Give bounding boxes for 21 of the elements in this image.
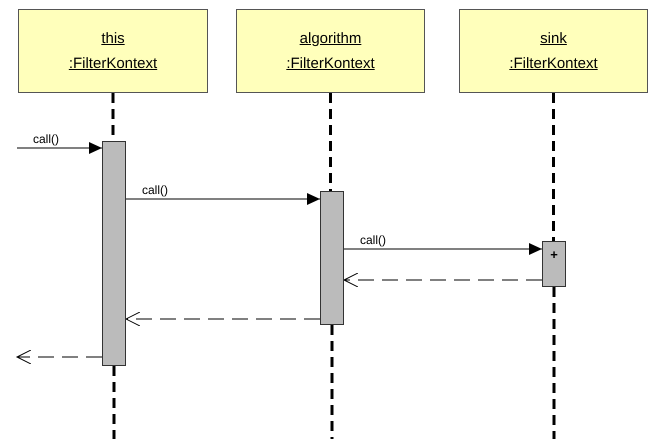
object-name: algorithm :FilterKontext bbox=[286, 29, 375, 74]
edge-label: call() bbox=[33, 132, 59, 146]
return-arrow bbox=[16, 350, 102, 364]
message-arrow bbox=[16, 142, 102, 154]
lifeline bbox=[329, 93, 332, 191]
object-box bbox=[18, 9, 208, 93]
return-arrow bbox=[126, 312, 320, 326]
activation-bar bbox=[102, 141, 126, 366]
edge-label: call() bbox=[142, 183, 168, 197]
object-box bbox=[459, 9, 648, 93]
activation-bar bbox=[542, 241, 566, 287]
activation-bar bbox=[320, 191, 344, 325]
object-box bbox=[236, 9, 425, 93]
plus-sign: + bbox=[549, 248, 559, 262]
object-name: this :FilterKontext bbox=[68, 29, 158, 74]
return-arrow bbox=[344, 272, 542, 288]
message-arrow bbox=[126, 193, 320, 205]
lifeline bbox=[552, 93, 555, 241]
object-name: sink :FilterKontext bbox=[509, 29, 598, 74]
edge-label: call() bbox=[360, 233, 386, 247]
message-arrow bbox=[344, 243, 542, 255]
